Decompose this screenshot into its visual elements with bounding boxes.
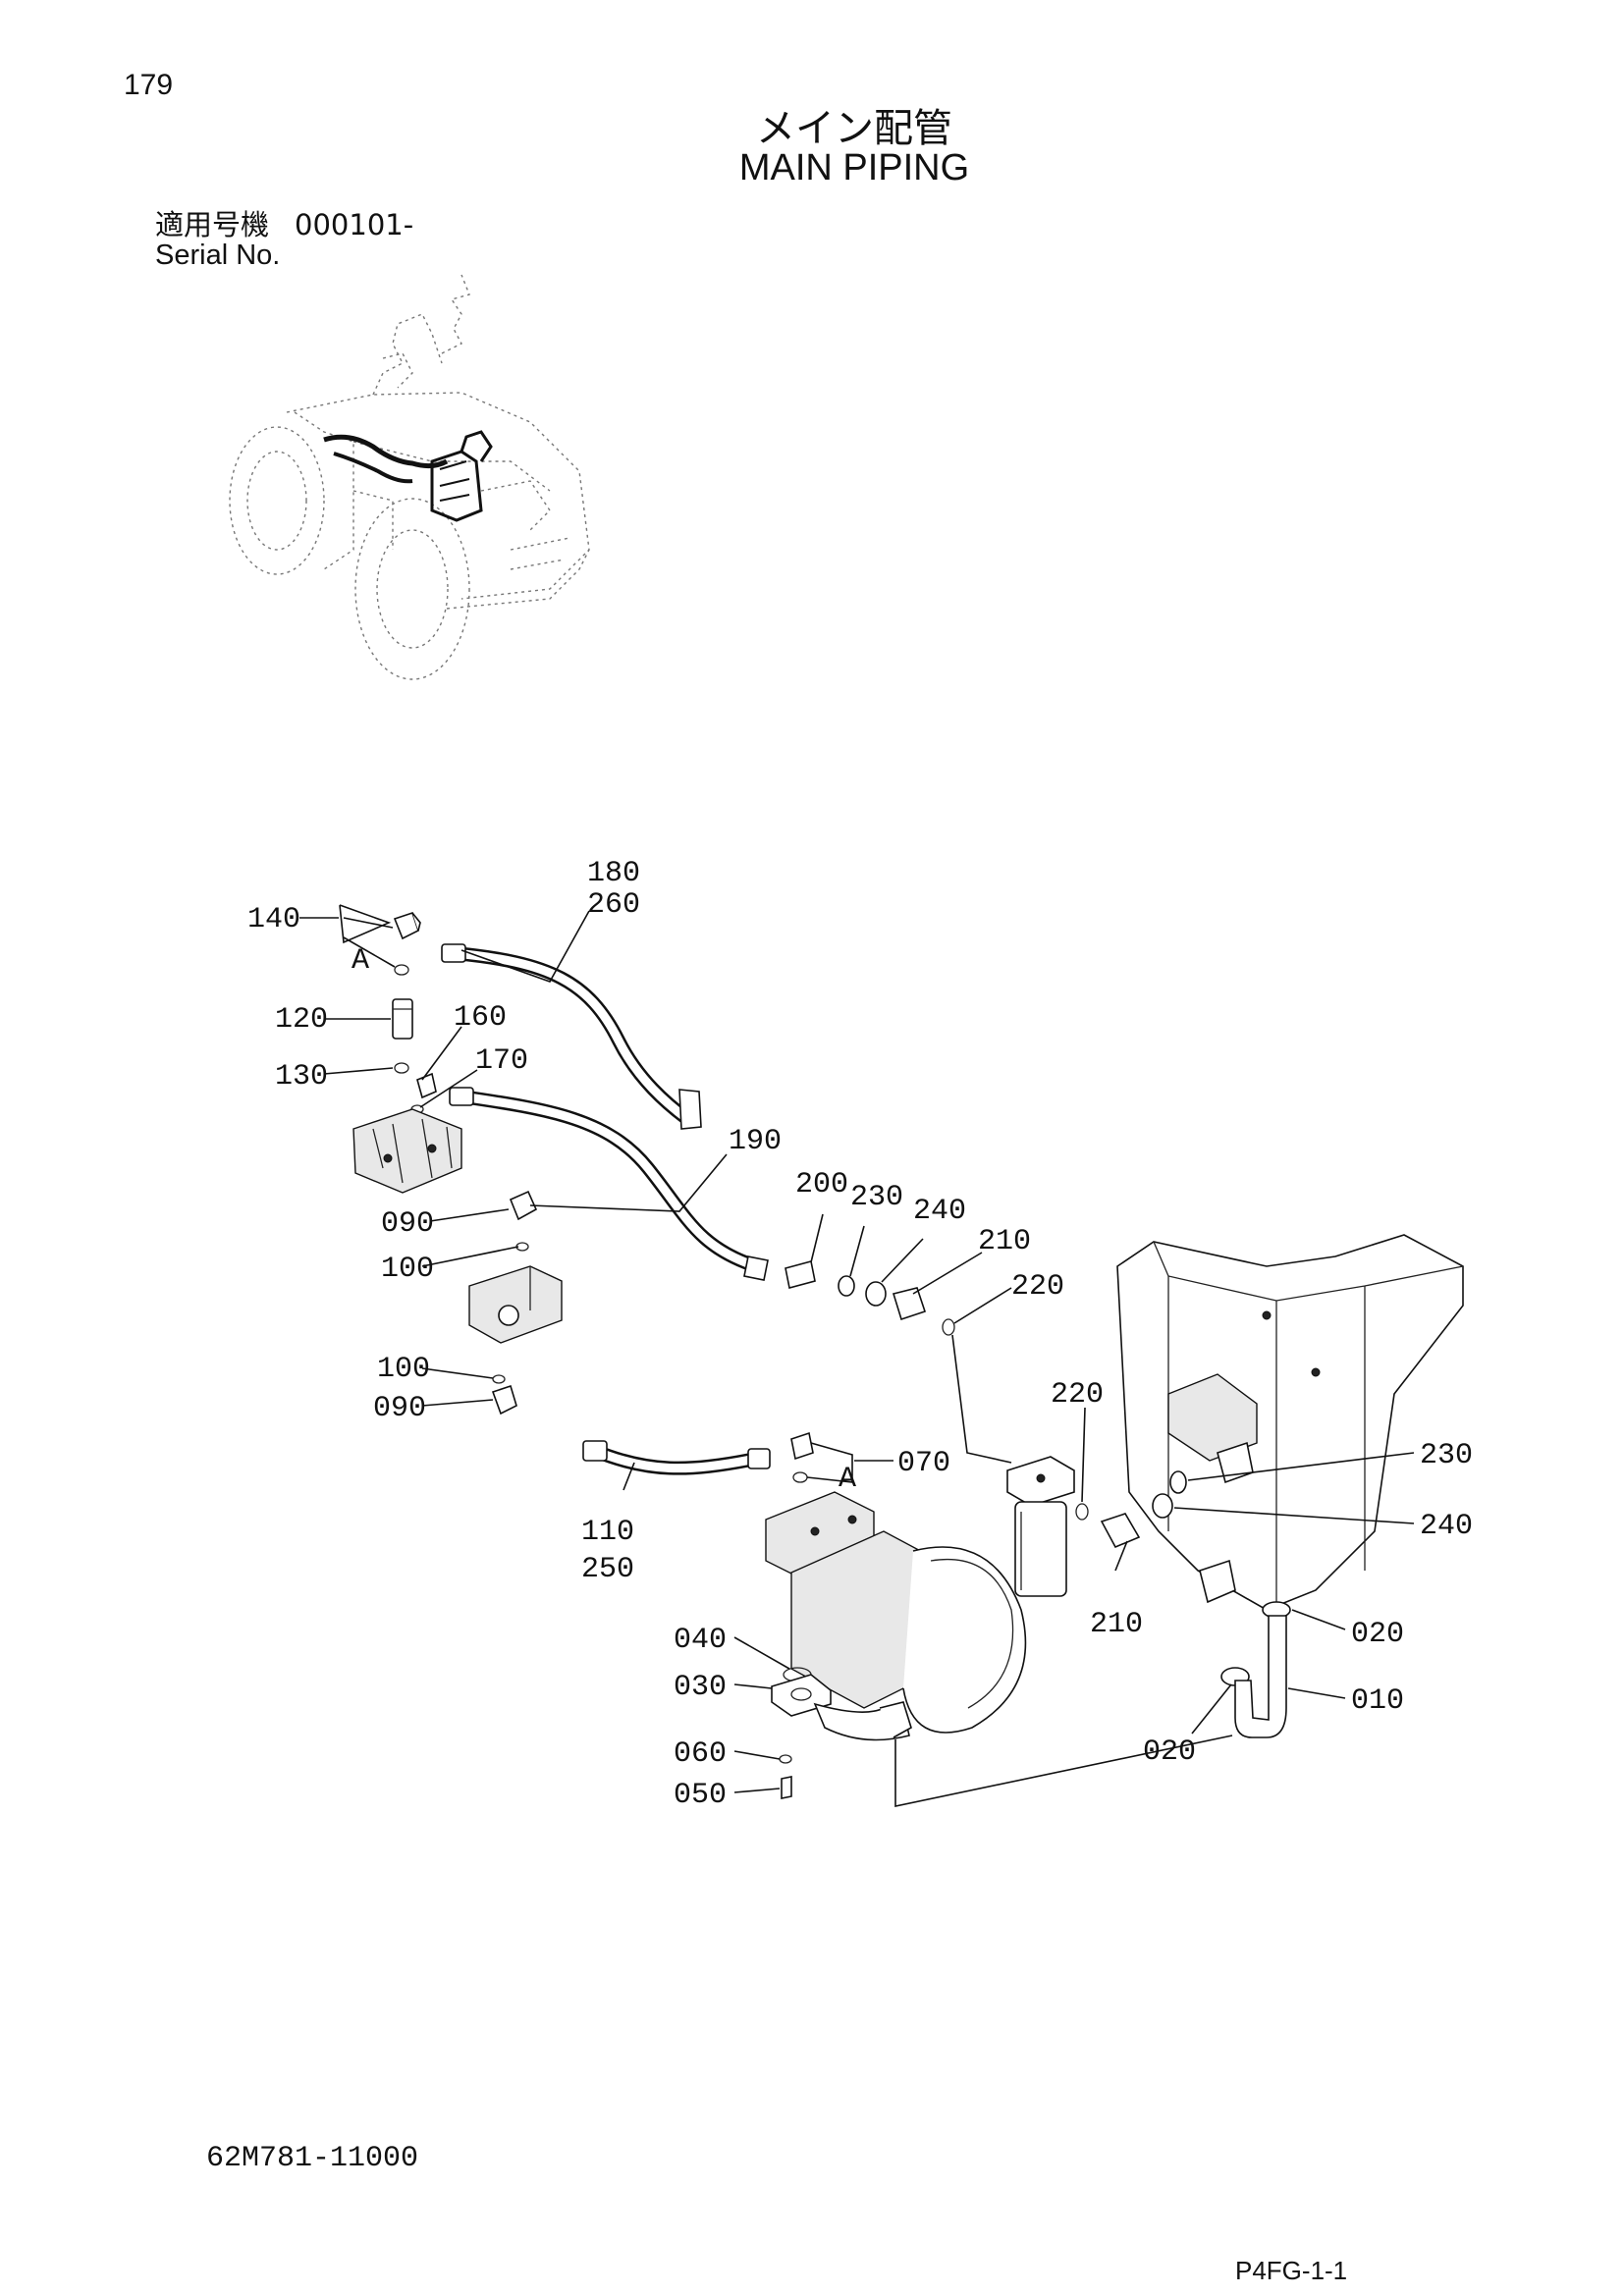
machine-overview-sketch: [229, 274, 590, 680]
o-ring-130: [394, 1062, 409, 1074]
connector-120: [392, 998, 413, 1040]
callout-020-right: 020: [1351, 1618, 1404, 1651]
callout-210-bottom: 210: [1090, 1608, 1143, 1641]
line-filter: [1006, 1456, 1075, 1597]
callout-190: 190: [729, 1125, 782, 1158]
o-ring-a-top: [394, 964, 409, 976]
hose-190: [449, 1087, 769, 1281]
manifold-block: [468, 1265, 563, 1344]
nipple-230: [838, 1275, 855, 1297]
callout-040: 040: [674, 1624, 727, 1657]
nipple-230-right: [1169, 1470, 1187, 1494]
fitting-160: [416, 1072, 437, 1099]
callout-090-top: 090: [381, 1207, 434, 1241]
callout-230-right: 230: [1420, 1439, 1473, 1472]
control-valve: [352, 1108, 462, 1194]
callout-030: 030: [674, 1671, 727, 1704]
elbow-070: [790, 1431, 814, 1461]
page-title-english: MAIN PIPING: [738, 147, 970, 188]
elbow-090-lower: [491, 1384, 517, 1415]
callout-130: 130: [275, 1060, 328, 1094]
elbow-210-upper: [892, 1287, 927, 1321]
nut-240-right: [1152, 1493, 1173, 1519]
callout-200: 200: [795, 1168, 848, 1201]
suction-pipe-010: [1234, 1615, 1287, 1738]
callout-170: 170: [475, 1044, 528, 1078]
sheet-code: P4FG-1-1: [1235, 2256, 1348, 2285]
callout-labels: 180 260 140 A 120 160 130 170 190 200 23…: [247, 857, 1473, 1812]
elbow-090-upper: [509, 1190, 538, 1221]
callout-240-right: 240: [1420, 1510, 1473, 1543]
callout-060: 060: [674, 1737, 727, 1771]
callout-010: 010: [1351, 1684, 1404, 1718]
callout-210-top: 210: [978, 1225, 1031, 1258]
page-number: 179: [124, 69, 174, 101]
pipe-outlet: [879, 1701, 912, 1738]
fitting-140: [393, 911, 421, 940]
callout-260: 260: [587, 888, 640, 922]
callout-050: 050: [674, 1779, 727, 1812]
serial-label-english: Serial No.: [155, 240, 281, 271]
callout-a-top: A: [352, 944, 369, 978]
hydraulic-pump: [765, 1491, 1027, 1734]
callout-220-bottom: 220: [1051, 1378, 1104, 1412]
o-ring-220-lower: [1075, 1503, 1089, 1521]
callout-070: 070: [897, 1447, 950, 1480]
callout-230-top: 230: [850, 1181, 903, 1214]
elbow-210-lower: [1100, 1513, 1141, 1549]
callout-100-top: 100: [381, 1253, 434, 1286]
callout-110: 110: [581, 1516, 634, 1549]
serial-value: 000101-: [295, 208, 414, 241]
callout-a-bottom: A: [839, 1463, 856, 1496]
leader-lines: [299, 904, 1415, 1807]
connector-200: [785, 1260, 816, 1289]
callout-020-bottom: 020: [1143, 1735, 1196, 1769]
serial-applicability: 適用号機 000101-: [155, 202, 413, 243]
callout-250: 250: [581, 1553, 634, 1586]
callout-240-top: 240: [913, 1195, 966, 1228]
o-ring-a-lower: [792, 1471, 808, 1483]
callout-180: 180: [587, 857, 640, 890]
hydraulic-tank: [1116, 1234, 1464, 1611]
drawing-number: 62M781-11000: [206, 2142, 419, 2175]
bolt-050: [781, 1776, 792, 1799]
callout-220-top: 220: [1011, 1270, 1064, 1304]
hose-110-250: [582, 1440, 771, 1475]
callout-100-bottom: 100: [377, 1353, 430, 1386]
o-ring-220-upper: [942, 1318, 955, 1336]
callout-140: 140: [247, 903, 300, 936]
callout-120: 120: [275, 1003, 328, 1037]
callout-090-bottom: 090: [373, 1392, 426, 1425]
washer-060: [779, 1754, 792, 1764]
serial-label-japanese: 適用号機: [155, 208, 270, 241]
hose-180-260: [441, 943, 702, 1130]
page-title-japanese: メイン配管: [756, 106, 952, 151]
o-ring-100-lower: [492, 1374, 506, 1384]
callout-160: 160: [454, 1001, 507, 1035]
nut-240: [865, 1281, 887, 1307]
